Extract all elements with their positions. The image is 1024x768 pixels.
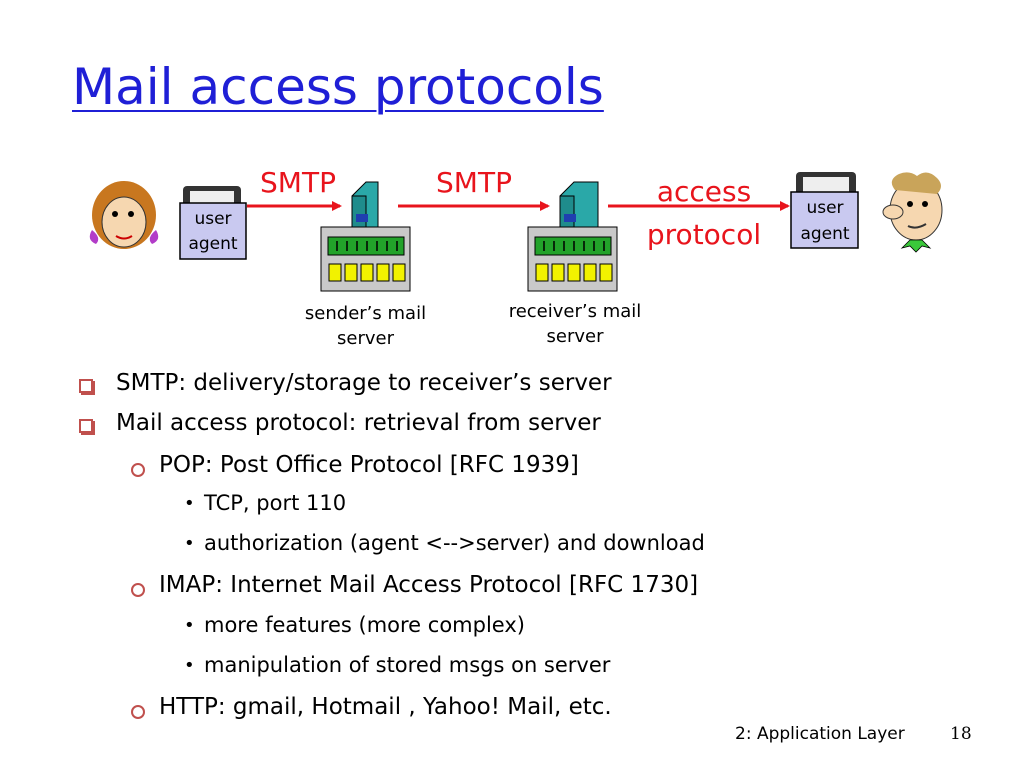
bullet-text: HTTP: gmail, Hotmail , Yahoo! Mail, etc. bbox=[159, 694, 612, 720]
receiver-mail-server-icon bbox=[528, 182, 617, 291]
bullet-text: IMAP: Internet Mail Access Protocol [RFC… bbox=[159, 572, 698, 598]
right-agent-line2: agent bbox=[800, 224, 849, 244]
bullet-text: POP: Post Office Protocol [RFC 1939] bbox=[159, 452, 579, 478]
sender-person-icon bbox=[90, 181, 159, 249]
circle-bullet-icon bbox=[131, 705, 145, 719]
dot-bullet-icon: • bbox=[184, 655, 195, 676]
left-user-agent-box: user agent bbox=[180, 203, 246, 259]
dot-bullet-icon: • bbox=[184, 533, 195, 554]
footer-chapter: 2: Application Layer bbox=[735, 724, 905, 744]
bullet-text: more features (more complex) bbox=[204, 613, 525, 637]
left-agent-line1: user bbox=[194, 209, 231, 229]
receiver-server-caption: receiver’s mail server bbox=[490, 299, 660, 349]
smtp-label-1: SMTP bbox=[260, 166, 336, 199]
sender-server-caption: sender’s mail server bbox=[288, 301, 443, 351]
dot-bullet-icon: • bbox=[184, 493, 195, 514]
bullet-text: authorization (agent <-->server) and dow… bbox=[204, 531, 705, 555]
right-user-agent-box: user agent bbox=[791, 192, 858, 248]
circle-bullet-icon bbox=[131, 583, 145, 597]
bullet-text: SMTP: delivery/storage to receiver’s ser… bbox=[116, 370, 612, 396]
access-label-line2: protocol bbox=[647, 218, 761, 251]
receiver-person-icon bbox=[883, 172, 942, 252]
circle-bullet-icon bbox=[131, 463, 145, 477]
square-bullet-icon bbox=[79, 379, 93, 393]
footer-page-number: 18 bbox=[950, 724, 972, 744]
bullet-text: Mail access protocol: retrieval from ser… bbox=[116, 410, 601, 436]
bullet-text: manipulation of stored msgs on server bbox=[204, 653, 610, 677]
square-bullet-icon bbox=[79, 419, 93, 433]
dot-bullet-icon: • bbox=[184, 615, 195, 636]
right-agent-line1: user bbox=[806, 198, 843, 218]
bullet-text: TCP, port 110 bbox=[204, 491, 346, 515]
smtp-label-2: SMTP bbox=[436, 166, 512, 199]
left-agent-line2: agent bbox=[188, 234, 237, 254]
access-label-line1: access bbox=[657, 175, 751, 208]
